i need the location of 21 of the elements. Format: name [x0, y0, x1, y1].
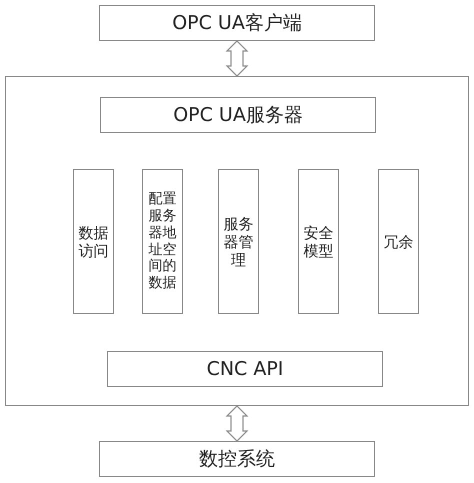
container-box [5, 76, 469, 406]
double-arrow [226, 40, 248, 77]
box-label: 冗余 [382, 232, 414, 250]
module-box [73, 169, 114, 314]
module-box [142, 169, 183, 314]
box-label: 数控系统 [199, 448, 275, 470]
double-arrow [226, 405, 248, 442]
box-label: OPC UA服务器 [173, 104, 303, 126]
box-label: 配置服务器地址空间的数据 [148, 191, 178, 292]
box-label: CNC API [206, 358, 284, 380]
module-box [218, 169, 259, 314]
system-box [99, 441, 375, 477]
client-box [99, 5, 375, 41]
server-box [100, 97, 376, 133]
module-box [298, 169, 339, 314]
module-box [378, 169, 419, 314]
box-label: 服务器管理 [222, 214, 254, 268]
box-label: 数据访问 [78, 224, 110, 260]
api-box [107, 351, 383, 387]
box-label: 安全模型 [302, 224, 334, 260]
box-label: OPC UA客户端 [172, 12, 302, 34]
